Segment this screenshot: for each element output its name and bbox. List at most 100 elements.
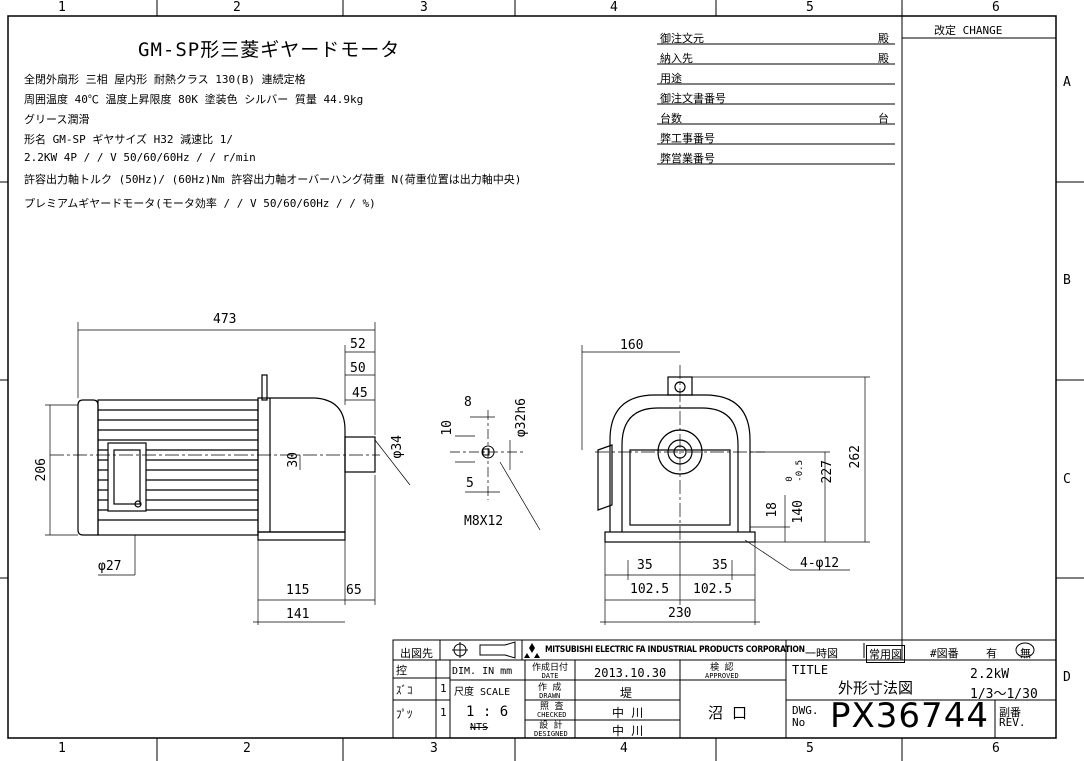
dim-160: 160 bbox=[620, 338, 644, 353]
shutsuzu-label: 出図先 bbox=[400, 647, 433, 660]
dim-unit: DIM. IN mm bbox=[452, 666, 513, 677]
zu-label: ｽﾞｺ bbox=[396, 684, 413, 697]
order-field-suffix: 台 bbox=[878, 112, 889, 125]
dim-52: 52 bbox=[350, 337, 366, 352]
spec-line-7: プレミアムギヤードモータ(モータ効率 / / V 50/60/60Hz / / … bbox=[24, 197, 376, 210]
dim-473: 473 bbox=[213, 312, 237, 327]
drawing-number: PX36744 bbox=[830, 696, 989, 736]
drawing-title: GM-SP形三菱ギヤードモータ bbox=[138, 39, 401, 61]
spec-line-4: 形名 GM-SP ギヤサイズ H32 減速比 1/ bbox=[24, 133, 234, 146]
col-label-b3: 3 bbox=[430, 741, 438, 756]
zu-count: 1 bbox=[440, 682, 447, 695]
hikae-label: 控 bbox=[396, 664, 407, 677]
dim-227: 227 bbox=[820, 460, 835, 484]
scale-label: 尺度 SCALE bbox=[454, 687, 511, 698]
dim-115: 115 bbox=[286, 583, 310, 598]
designed-label-en: DESIGNED bbox=[534, 730, 568, 738]
checked-label: 照 査 CHECKED bbox=[537, 703, 567, 719]
dim-35-left: 35 bbox=[637, 558, 653, 573]
col-label-b2: 2 bbox=[243, 741, 251, 756]
designed-label-jp: 設 計 bbox=[539, 721, 563, 731]
dim-140: 140 bbox=[791, 500, 806, 524]
dim-holes: 4-φ12 bbox=[800, 556, 840, 571]
dim-8: 8 bbox=[464, 395, 472, 410]
dim-262: 262 bbox=[848, 445, 863, 469]
dim-phi32h6: φ32h6 bbox=[514, 398, 529, 438]
order-field-label: 用途 bbox=[660, 72, 682, 85]
scale-value: 1 : 6 bbox=[466, 704, 509, 720]
ichiji-label: 一時図 bbox=[805, 647, 838, 660]
order-field-label: 納入先 bbox=[660, 52, 693, 65]
dim-102-5-right: 102.5 bbox=[693, 582, 733, 597]
dwg-label: DWG. bbox=[792, 704, 819, 717]
company-name: MITSUBISHI ELECTRIC FA INDUSTRIAL PRODUC… bbox=[545, 645, 805, 655]
col-label-6: 6 bbox=[992, 0, 1000, 15]
approved-label-en: APPROVED bbox=[705, 672, 739, 680]
order-field-suffix: 殿 bbox=[878, 52, 889, 65]
date-label-en: DATE bbox=[541, 672, 559, 680]
dim-45: 45 bbox=[352, 386, 368, 401]
dim-230: 230 bbox=[668, 606, 692, 621]
spec-line-6: 許容出力軸トルク (50Hz)/ (60Hz)Nm 許容出力軸オーバーハング荷重… bbox=[24, 173, 522, 186]
dim-m8x12: M8X12 bbox=[464, 514, 504, 529]
order-field-label: 御注文元 bbox=[660, 32, 704, 45]
dim-phi27: φ27 bbox=[98, 559, 122, 574]
col-label-b5: 5 bbox=[806, 741, 814, 756]
dwg-no-label: No bbox=[792, 716, 806, 729]
ari-label: 有 bbox=[986, 647, 997, 660]
row-label-c: C bbox=[1063, 472, 1071, 487]
designed-value: 中 川 bbox=[612, 724, 644, 738]
joyo-label: 常用図 bbox=[866, 645, 905, 663]
order-field-label: 御注文書番号 bbox=[660, 92, 726, 105]
drawn-label-jp: 作 成 bbox=[538, 683, 562, 693]
drawn-label: 作 成 DRAWN bbox=[538, 684, 561, 700]
change-label: 改定 CHANGE bbox=[934, 24, 1003, 37]
designed-label: 設 計 DESIGNED bbox=[534, 722, 568, 738]
dim-35-right: 35 bbox=[712, 558, 728, 573]
spec-line-2: 周囲温度 40℃ 温度上昇限度 80K 塗装色 シルバー 質量 44.9kg bbox=[24, 93, 364, 106]
date-label-jp: 作成日付 bbox=[532, 663, 569, 673]
spec-line-1: 全閉外扇形 三相 屋内形 耐熱クラス 130(B) 連続定格 bbox=[24, 73, 306, 86]
drawn-value: 堤 bbox=[620, 686, 633, 700]
ratio-value: 1/3～1/30 bbox=[970, 687, 1038, 702]
dim-65: 65 bbox=[346, 583, 362, 598]
row-label-a: A bbox=[1063, 75, 1071, 90]
row-label-d: D bbox=[1063, 670, 1071, 685]
dim-30: 30 bbox=[286, 452, 301, 468]
dim-tolerance: 0 -0.5 bbox=[785, 460, 805, 482]
nts-label: NTS bbox=[470, 722, 489, 733]
col-label-4: 4 bbox=[610, 0, 618, 15]
dim-102-5-left: 102.5 bbox=[630, 582, 670, 597]
col-label-b1: 1 bbox=[58, 741, 66, 756]
rev-label-en: REV. bbox=[999, 716, 1026, 729]
dim-50: 50 bbox=[350, 361, 366, 376]
col-label-b4: 4 bbox=[620, 741, 628, 756]
col-label-1: 1 bbox=[58, 0, 66, 15]
approved-label: 検 認 APPROVED bbox=[705, 664, 739, 680]
title-value: 外形寸法図 bbox=[838, 679, 914, 697]
title-label: TITLE bbox=[792, 663, 829, 677]
row-label-b: B bbox=[1063, 273, 1071, 288]
checked-label-en: CHECKED bbox=[537, 711, 567, 719]
zuban-label: #図番 bbox=[930, 647, 959, 660]
approver-name: 沼 口 bbox=[708, 704, 748, 722]
order-field-label: 弊営業番号 bbox=[660, 152, 715, 165]
col-label-5: 5 bbox=[806, 0, 814, 15]
date-label: 作成日付 DATE bbox=[532, 664, 568, 680]
pu-count: 1 bbox=[440, 706, 447, 719]
power-value: 2.2kW bbox=[970, 667, 1010, 682]
pu-label: ﾌﾟﾂ bbox=[396, 708, 413, 721]
checked-value: 中 川 bbox=[612, 706, 644, 720]
dim-206: 206 bbox=[34, 458, 49, 482]
approved-label-jp: 検 認 bbox=[710, 663, 734, 673]
col-label-2: 2 bbox=[233, 0, 241, 15]
spec-line-5: 2.2KW 4P / / V 50/60/60Hz / / r/min bbox=[24, 151, 256, 164]
dim-phi34: φ34 bbox=[390, 435, 405, 459]
rev-label-jp: 副番 bbox=[999, 706, 1021, 719]
col-label-3: 3 bbox=[420, 0, 428, 15]
dim-141: 141 bbox=[286, 607, 310, 622]
order-field-label: 台数 bbox=[660, 112, 682, 125]
checked-label-jp: 照 査 bbox=[540, 702, 564, 712]
order-field-label: 弊工事番号 bbox=[660, 132, 715, 145]
